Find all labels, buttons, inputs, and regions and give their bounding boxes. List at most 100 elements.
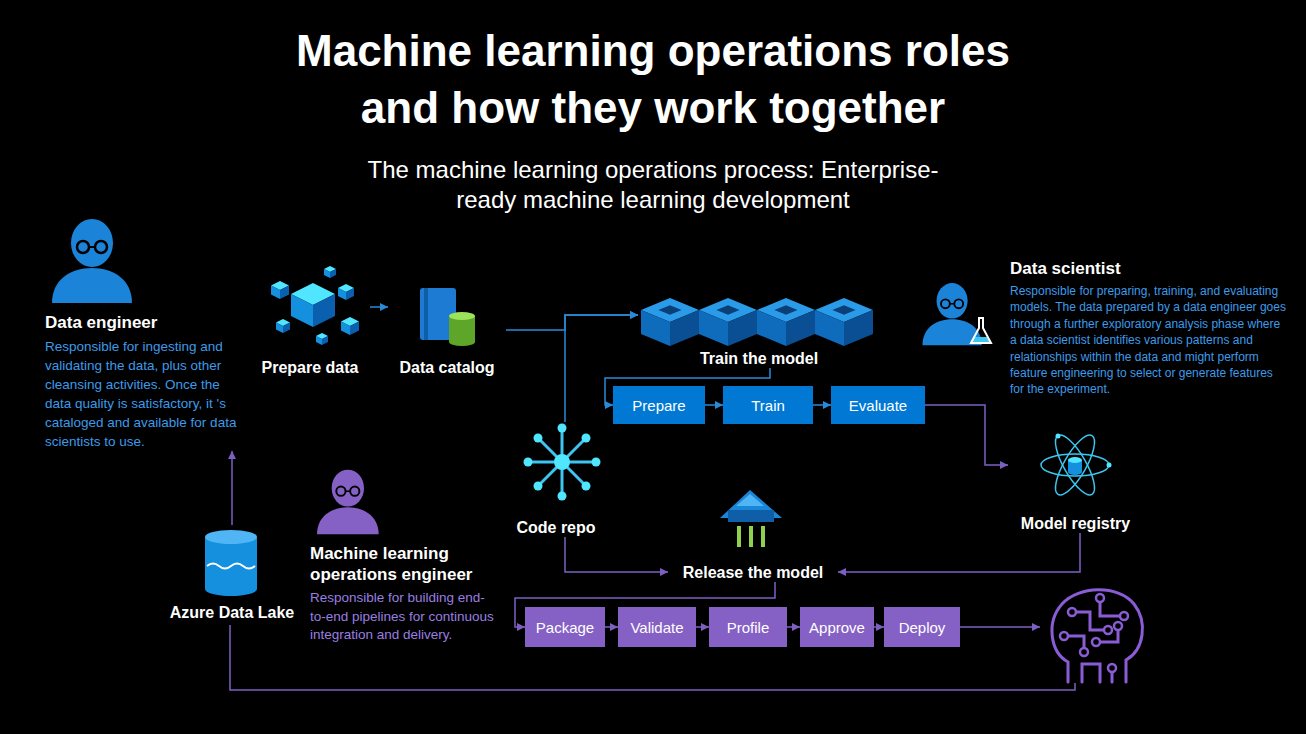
process-box: Train: [723, 386, 813, 424]
ai-brain-icon: [1092, 638, 1100, 646]
icon-label: Release the model: [683, 563, 824, 582]
ai-brain-icon: [1120, 612, 1128, 620]
code-repo-icon: [524, 458, 533, 467]
connector-arrow: [605, 626, 618, 628]
step-label: Prepare: [632, 397, 685, 414]
role-card: Data scientistResponsible for preparing,…: [925, 258, 1287, 398]
mlops-engineer-icon: [317, 470, 379, 535]
icon-node: Train the model: [638, 293, 880, 368]
role-description: Responsible for building end-to-end pipe…: [310, 589, 500, 645]
code-repo-icon: [582, 434, 591, 443]
connector-arrow: [370, 306, 388, 308]
release-icon: [728, 510, 774, 522]
release-icon: [736, 494, 764, 506]
diagram-title: Machine learning operations roles and ho…: [273, 22, 1033, 136]
ai-brain-icon: [1104, 626, 1112, 634]
connector-arrow: [565, 537, 668, 572]
ai-brain-icon: [1060, 632, 1068, 640]
step-label: Train: [751, 397, 785, 414]
icon-node: Release the model: [668, 486, 838, 582]
icon-node: Model registry: [1008, 428, 1143, 533]
model-registry-icon: [1048, 430, 1101, 500]
prepare-data-icon: [271, 266, 359, 345]
step-label: Validate: [630, 619, 683, 636]
code-repo-icon: [524, 424, 601, 501]
code-repo-icon: [534, 434, 543, 443]
connector-arrow: [787, 626, 800, 628]
connector-arrow: [705, 404, 723, 406]
step-label: Evaluate: [849, 397, 907, 414]
ai-brain-icon: [1052, 590, 1142, 682]
process-box: Prepare: [613, 386, 705, 424]
icon-label: Azure Data Lake: [170, 603, 295, 622]
release-icon: [737, 526, 741, 547]
icon-label: Data catalog: [399, 358, 494, 377]
prepare-data-icon: [338, 284, 354, 300]
process-box: Approve: [800, 607, 874, 647]
process-box: Evaluate: [831, 386, 925, 424]
subtitle: The machine learning operations process:…: [353, 155, 953, 215]
connector-arrow: [874, 626, 884, 628]
role-description: Responsible for preparing, training, and…: [1010, 283, 1287, 398]
process-box: Validate: [618, 607, 696, 647]
role-heading: Data engineer: [45, 312, 240, 333]
train-model-icon: [641, 298, 699, 346]
model-registry-icon: [1068, 457, 1082, 463]
data-lake-icon: [205, 530, 257, 596]
prepare-data-icon: [276, 319, 290, 333]
data-scientist-icon: [971, 318, 991, 343]
icon-node: Azure Data Lake: [157, 525, 307, 622]
ai-brain-icon: [1114, 622, 1122, 630]
code-repo-icon: [524, 424, 601, 501]
data-engineer-icon: [52, 219, 132, 303]
role-card: Machine learning operations engineerResp…: [310, 468, 500, 645]
data-catalog-icon: [424, 288, 428, 340]
icon-node: Code repo: [505, 422, 607, 537]
process-box: Deploy: [884, 607, 960, 647]
connector-arrow: [813, 404, 831, 406]
ai-brain-icon: [1080, 648, 1088, 656]
train-model-icon: [641, 298, 873, 346]
data-scientist-icon: [922, 283, 991, 345]
release-icon: [720, 490, 782, 547]
ai-brain-icon: [1052, 590, 1142, 682]
process-box: Package: [525, 607, 605, 647]
role-card: Data engineerResponsible for ingesting a…: [45, 215, 240, 451]
mlops-engineer-icon: [317, 470, 379, 535]
data-lake-icon: [207, 564, 255, 569]
data-engineer-icon: [52, 219, 132, 303]
code-repo-icon: [582, 482, 591, 491]
process-box: Profile: [709, 607, 787, 647]
release-icon: [749, 526, 753, 547]
model-registry-icon: [1048, 430, 1101, 500]
flow-line: [960, 626, 1040, 628]
connector-arrow: [506, 315, 638, 330]
prepare-data-icon: [341, 317, 359, 335]
release-icon: [761, 526, 765, 547]
connector-arrow: [838, 533, 1080, 572]
code-repo-icon: [558, 492, 567, 501]
model-registry-icon: [1041, 430, 1112, 500]
data-catalog-icon: [449, 312, 475, 320]
code-repo-icon: [554, 454, 570, 470]
step-label: Profile: [727, 619, 770, 636]
ai-brain-icon: [1060, 594, 1128, 672]
step-label: Package: [536, 619, 594, 636]
icon-label: Code repo: [516, 518, 595, 537]
icon-label: Model registry: [1021, 514, 1130, 533]
icon-node: Data catalog: [388, 280, 506, 377]
role-heading: Machine learning operations engineer: [310, 543, 500, 585]
icon-node: Prepare data: [250, 265, 370, 377]
code-repo-icon: [558, 424, 567, 433]
model-registry-icon: [1056, 434, 1061, 439]
prepare-data-icon: [271, 281, 289, 299]
data-lake-icon: [205, 530, 257, 544]
train-model-icon: [699, 298, 757, 346]
ai-brain-icon: [1096, 594, 1104, 602]
model-registry-icon: [1068, 469, 1082, 475]
data-catalog-icon: [449, 338, 475, 346]
ai-brain-icon: [1108, 664, 1116, 672]
prepare-data-icon: [324, 266, 336, 278]
train-model-icon: [815, 298, 873, 346]
